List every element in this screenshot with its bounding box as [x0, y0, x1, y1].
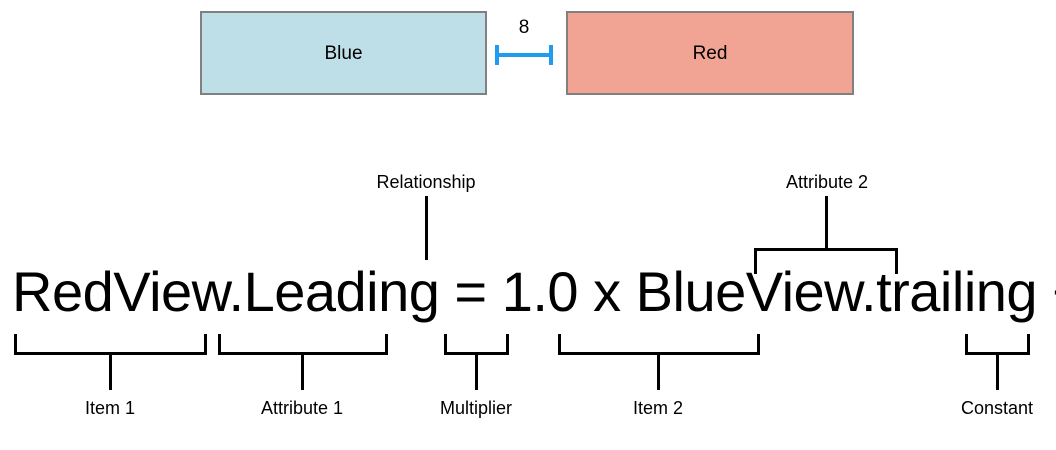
item-2-bracket-leg-left	[558, 334, 561, 355]
multiplier-bracket-leg-left	[444, 334, 447, 355]
relationship-connector-line	[425, 196, 428, 260]
blue-view-box: Blue	[200, 11, 487, 95]
constant-bracket-leg-right	[1027, 334, 1030, 355]
spacing-value-label: 8	[518, 17, 530, 38]
spacing-constraint-indicator: 8	[493, 18, 555, 66]
annotation-label-constant: Constant	[960, 398, 1034, 418]
attribute-1-connector-line	[301, 352, 304, 390]
attribute-1-bracket-leg-right	[385, 334, 388, 355]
item-2-bracket-leg-right	[757, 334, 760, 355]
attribute-2-bracket-bar	[754, 248, 898, 251]
annotation-label-attribute-2: Attribute 2	[785, 172, 869, 192]
red-view-box: Red	[566, 11, 854, 95]
item-2-connector-line	[657, 352, 660, 390]
item-1-connector-line	[109, 352, 112, 390]
item-1-bracket-leg-right	[204, 334, 207, 355]
attribute-2-bracket-leg-left	[754, 248, 757, 274]
constraint-equation: RedView.Leading = 1.0 x BlueView.trailin…	[12, 260, 1056, 323]
blue-view-label: Blue	[324, 42, 363, 64]
annotation-label-multiplier: Multiplier	[439, 398, 513, 418]
red-view-label: Red	[692, 42, 728, 64]
multiplier-bracket-leg-right	[506, 334, 509, 355]
constant-bracket-leg-left	[965, 334, 968, 355]
annotation-label-attribute-1: Attribute 1	[260, 398, 344, 418]
measure-bar-icon	[495, 53, 553, 57]
multiplier-connector-line	[475, 352, 478, 390]
annotation-label-item-1: Item 1	[84, 398, 136, 418]
measure-cap-right-icon	[549, 45, 553, 65]
attribute-1-bracket-leg-left	[218, 334, 221, 355]
item-1-bracket-leg-left	[14, 334, 17, 355]
annotation-label-item-2: Item 2	[632, 398, 684, 418]
constant-connector-line	[996, 352, 999, 390]
attribute-2-bracket-leg-right	[895, 248, 898, 274]
attribute-2-connector-line	[825, 196, 828, 250]
annotation-label-relationship: Relationship	[376, 172, 476, 192]
